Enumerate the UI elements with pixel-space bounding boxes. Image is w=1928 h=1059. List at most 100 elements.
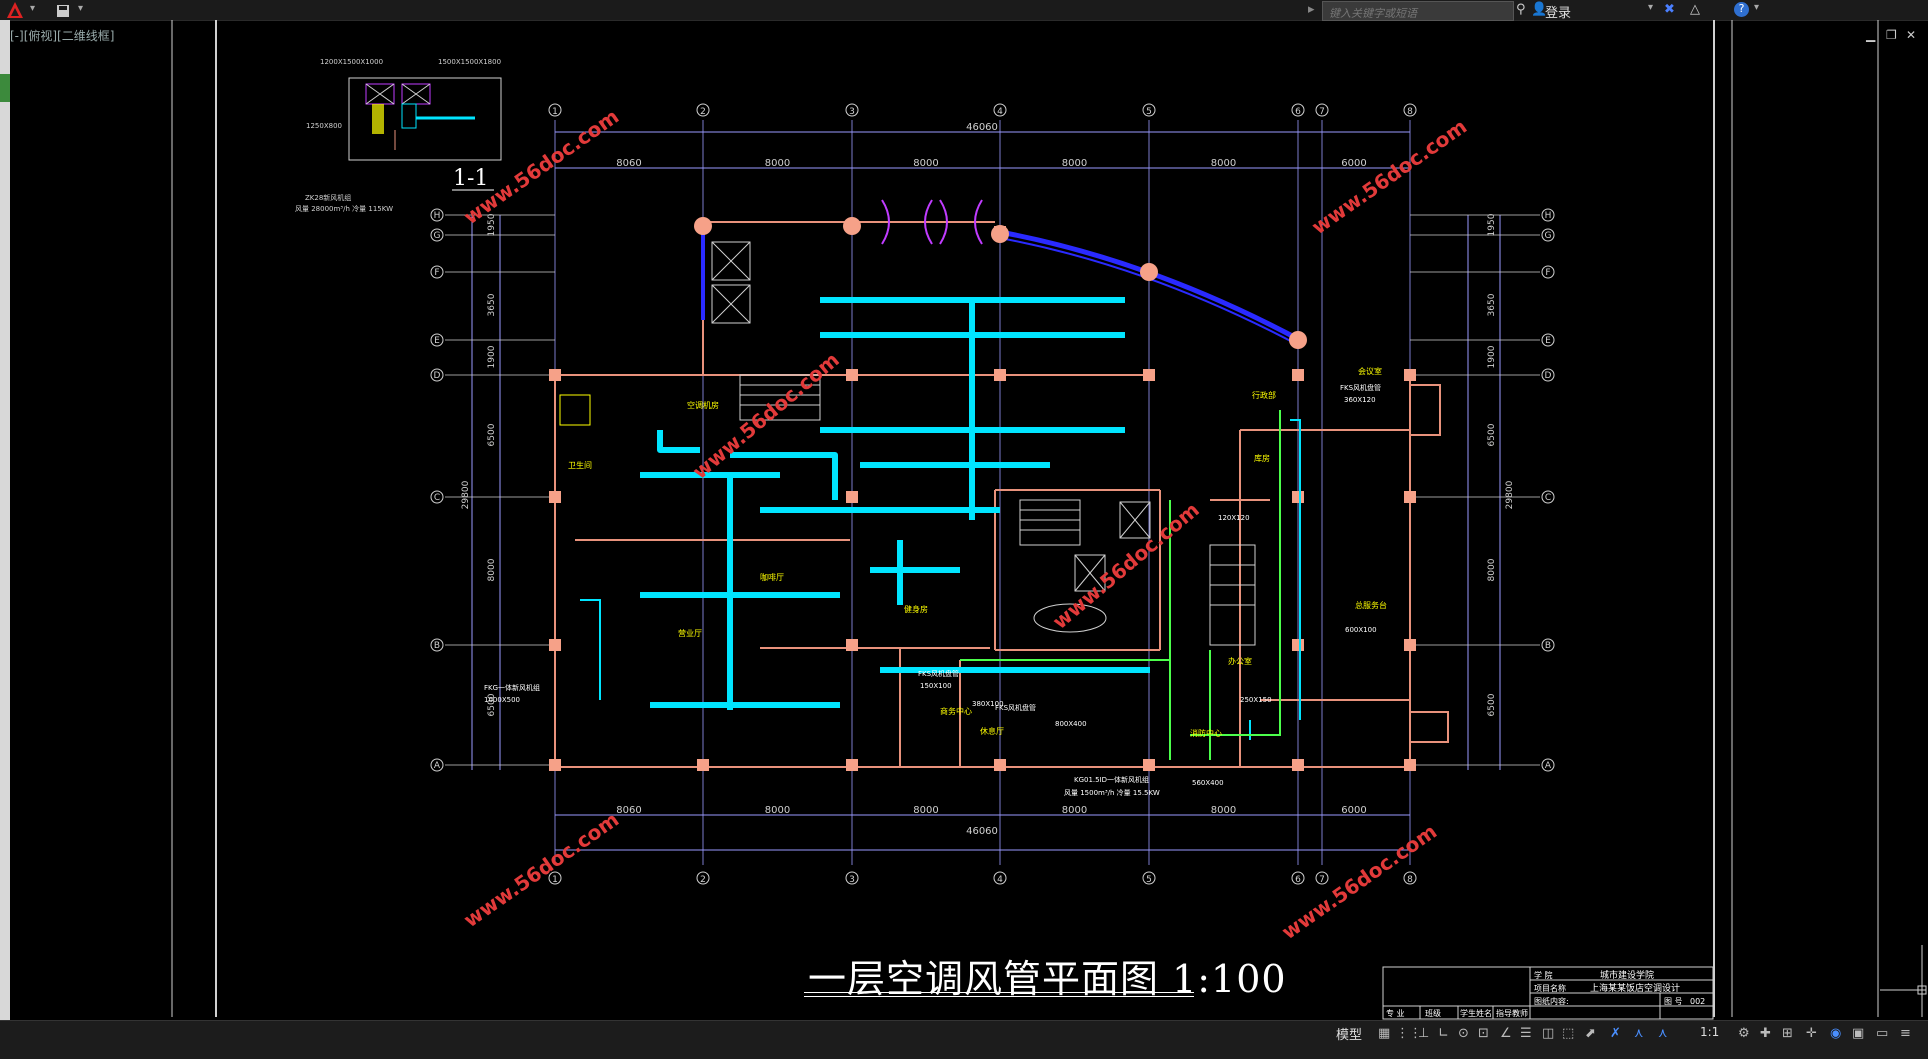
dimension-value: 8060 [616,805,641,816]
lineweight-icon[interactable]: ☰ [1520,1026,1532,1041]
grid-label: D [1545,371,1552,381]
dimension-value: 6000 [1341,805,1366,816]
search-input[interactable] [1323,5,1513,22]
login-button[interactable]: 登录 [1545,6,1572,21]
grid-label: 6 [1295,107,1301,117]
section-note: 1200X1500X1000 [320,58,383,66]
dimension-value: 29800 [1505,480,1515,509]
grid-bubble [1541,265,1555,279]
dimension-value: 3650 [1487,293,1497,316]
exchange-icon[interactable]: ✖ [1664,2,1675,17]
dimension-value: 3650 [487,293,497,316]
a360-icon[interactable]: △ [1690,2,1700,17]
grid-label: 2 [700,107,706,117]
dynamic-ucs-icon[interactable]: ⬈ [1585,1026,1596,1041]
title-block-header: 专 业 [1386,1008,1405,1018]
user-icon[interactable]: 👤 [1531,2,1548,17]
grid-bubble [1142,103,1156,117]
customize-menu-icon[interactable]: ≡ [1900,1026,1911,1041]
grid-label: 4 [997,875,1003,885]
clean-screen-icon[interactable]: ▭ [1876,1026,1889,1041]
workspace-gear-icon[interactable]: ⚙ [1738,1026,1750,1041]
grid-bubble [430,758,444,772]
grid-bubble [845,871,859,885]
grid-bubble [1541,638,1555,652]
units-icon[interactable]: ⊞ [1782,1026,1793,1041]
equipment-note: FKS风机盘管 [1340,383,1381,392]
section-note: ZK28新风机组 [305,193,351,202]
grid-label: 2 [700,875,706,885]
grid-bubble [1403,103,1417,117]
minimize-icon[interactable]: ▁ [1866,28,1876,42]
viewport-controls[interactable]: [-][俯视][二维线框] [10,29,115,43]
app-logo-icon[interactable] [6,1,24,19]
dimension-value: 8000 [1062,158,1087,169]
title-block: 学 院 城市建设学院 项目名称 上海某某饭店空调设计 图纸内容: 图 号 002… [1382,966,1714,1020]
ortho-icon[interactable]: ∟ [1438,1026,1449,1041]
help-dropdown-icon[interactable]: ▾ [1754,2,1760,13]
column [1404,759,1416,771]
grid-label: H [1545,211,1552,221]
auto-scale-icon[interactable]: ⋏ [1658,1026,1668,1041]
close-icon[interactable]: ✕ [1906,28,1917,42]
grid-label: 7 [1319,875,1325,885]
left-palette-tab[interactable] [0,74,10,102]
column [1143,369,1155,381]
grid-label: G [1545,231,1552,241]
polar-icon[interactable]: ⊙ [1458,1026,1469,1041]
restore-icon[interactable]: ❐ [1886,28,1897,42]
dimension-value: 8000 [1211,158,1236,169]
grid-label: 1 [552,875,558,885]
drawing-canvas[interactable]: 1-1 1200X1500X1000 1500X1500X1800 1250X8… [10,20,1928,1020]
grid-label: 8 [1407,875,1413,885]
grid-label: 7 [1319,107,1325,117]
dimension-value: 1900 [1487,345,1497,368]
annotation-scale-value[interactable]: 1:1 [1700,1025,1720,1039]
room-label: 商务中心 [940,706,972,716]
title-block-content: 图纸内容: [1534,996,1569,1006]
watermark: www.56doc.com [459,807,623,932]
watermark: www.56doc.com [1307,114,1471,239]
column [846,491,858,503]
quick-properties-icon[interactable]: ✛ [1806,1026,1817,1041]
menu-dropdown-icon[interactable]: ▾ [30,3,36,14]
grid-bubble [1315,871,1329,885]
dimension-value: 8000 [765,805,790,816]
room-label: 咖啡厅 [760,572,784,582]
infer-icon[interactable]: ⊥ [1418,1026,1430,1041]
section-label: 1-1 [453,166,488,191]
grid-label: 4 [997,107,1003,117]
grid-icon[interactable]: ▦ [1378,1026,1391,1041]
isolate-objects-icon[interactable]: ◉ [1830,1026,1842,1041]
grid-label: 3 [849,875,855,885]
watermark: www.56doc.com [1277,819,1441,944]
annotation-monitor-icon[interactable]: ✚ [1760,1026,1771,1041]
room-label: 卫生间 [568,460,592,470]
grid-bubble [1541,208,1555,222]
annotation-visibility-icon[interactable]: ✗ [1610,1026,1621,1041]
snap-icon[interactable]: ⋮⋮ [1396,1026,1422,1041]
save-icon[interactable] [56,3,70,17]
osnap-icon[interactable]: ⊡ [1478,1026,1489,1041]
grid-label: F [1545,268,1550,278]
selection-cycle-icon[interactable]: ⬚ [1562,1026,1575,1041]
binoculars-icon[interactable]: ⚲ [1516,2,1526,17]
model-space-button[interactable]: 模型 [1336,1028,1363,1043]
search-box[interactable] [1322,1,1514,22]
room-label: 休息厅 [980,726,1004,736]
grid-label: C [434,493,440,503]
annotation-scale-icon[interactable]: ⋏ [1634,1026,1644,1041]
quick-access-dropdown-icon[interactable]: ▾ [78,3,84,14]
grid-label: D [434,371,441,381]
column [549,639,561,651]
hardware-accel-icon[interactable]: ▣ [1852,1026,1865,1041]
help-button[interactable]: ? [1734,2,1749,17]
otrack-icon[interactable]: ∠ [1500,1026,1512,1041]
title-block-sheet-no: 002 [1690,997,1705,1006]
search-expand-icon[interactable]: ▸ [1308,2,1315,17]
login-dropdown-icon[interactable]: ▾ [1648,2,1654,13]
status-bar [0,1020,1928,1059]
transparency-icon[interactable]: ◫ [1542,1026,1555,1041]
crosshair-cursor [1880,945,1927,1017]
dimension-value: 1900 [487,345,497,368]
